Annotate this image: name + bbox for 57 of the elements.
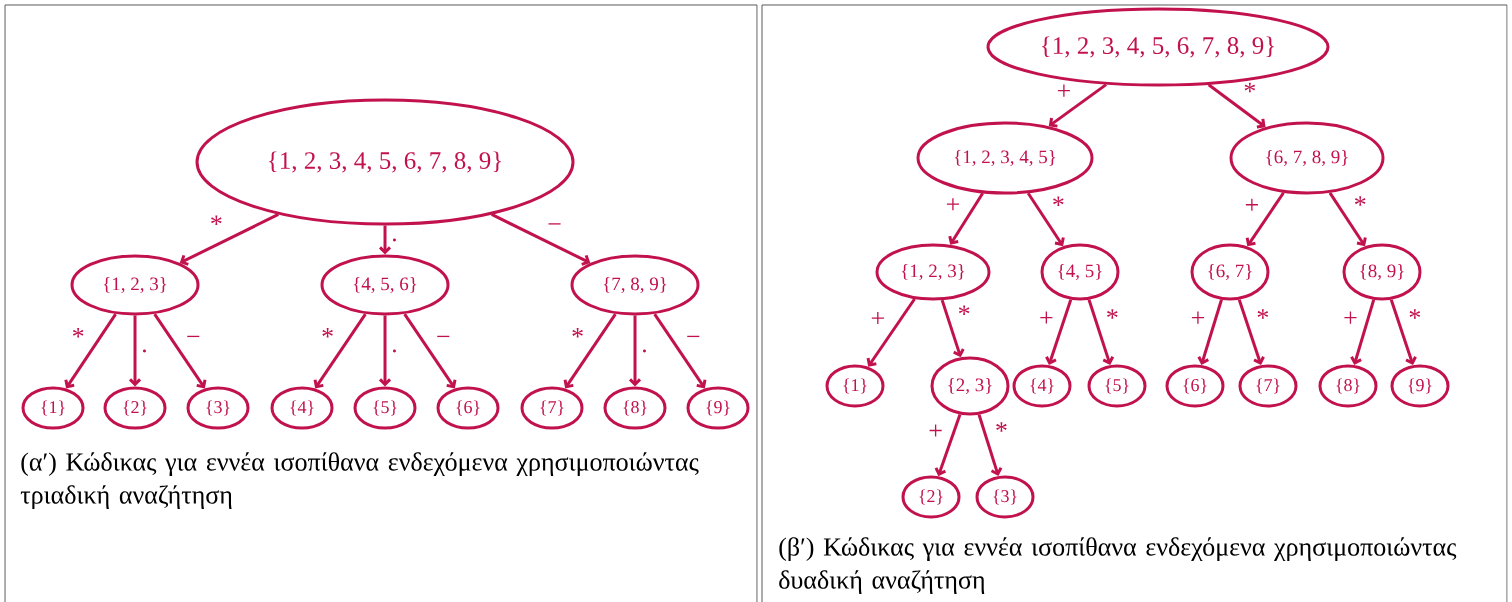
arrow (940, 299, 965, 358)
arrow (1026, 192, 1065, 247)
arrow (977, 414, 1003, 477)
edge-label: + (946, 198, 959, 211)
arrow (378, 225, 392, 255)
arrow (64, 313, 117, 389)
arrow (403, 313, 457, 389)
edge-label: * (1354, 196, 1366, 206)
edge-label: . (392, 349, 396, 353)
edge-label: . (392, 238, 396, 242)
edge-label: * (322, 328, 333, 338)
edge-label: + (929, 424, 942, 437)
arrow (866, 298, 916, 367)
edge-label: * (996, 422, 1007, 432)
arrow (179, 213, 279, 266)
edge-label: * (1107, 309, 1118, 319)
edge-label: * (1409, 309, 1421, 319)
arrow (1389, 299, 1417, 366)
arrow (1045, 299, 1073, 366)
arrow (313, 313, 367, 389)
edge-label: * (211, 215, 222, 226)
edge-label: − (187, 335, 200, 338)
edge-label: − (437, 335, 450, 338)
arrow (628, 315, 642, 387)
edge-label: . (142, 349, 146, 353)
arrow (1087, 299, 1115, 366)
arrow (653, 313, 707, 389)
edge-label: + (1344, 311, 1357, 324)
edge-label: + (1040, 311, 1053, 324)
arrow (1197, 299, 1223, 365)
edge-label: * (1053, 196, 1064, 207)
arrow (128, 315, 142, 387)
arrow (563, 313, 617, 389)
arrow (153, 313, 207, 389)
edge-label: + (1191, 311, 1204, 324)
arrow (1237, 299, 1265, 366)
edge-label: * (72, 328, 84, 338)
edge-label: − (687, 335, 700, 338)
edge-label: + (871, 311, 884, 325)
arrow (948, 192, 984, 245)
edge-label: * (958, 305, 970, 316)
arrow (934, 414, 962, 477)
arrow (1328, 192, 1367, 247)
arrow (1350, 299, 1376, 365)
edge-label: . (642, 349, 646, 353)
caption: (β′) Κώδικας για εννέα ισοπίθανα ενδεχόμενα χρησιμοποιώντας δυαδική αναζήτηση (779, 537, 1457, 595)
edge-label: + (1057, 84, 1070, 97)
arrow (1245, 191, 1285, 247)
arrow (1207, 83, 1266, 129)
edge-label: + (1245, 198, 1258, 211)
arrow (378, 315, 392, 387)
edge-label: * (572, 328, 583, 338)
edge-label: − (548, 223, 561, 225)
caption: (α′) Κώδικας για εννέα ισοπίθανα ενδεχόμενα χρησιμοποιώντας τριαδική αναζήτηση (20, 452, 699, 510)
arrow (1048, 83, 1107, 128)
arrow (491, 213, 591, 266)
edge-label: * (1257, 309, 1269, 319)
